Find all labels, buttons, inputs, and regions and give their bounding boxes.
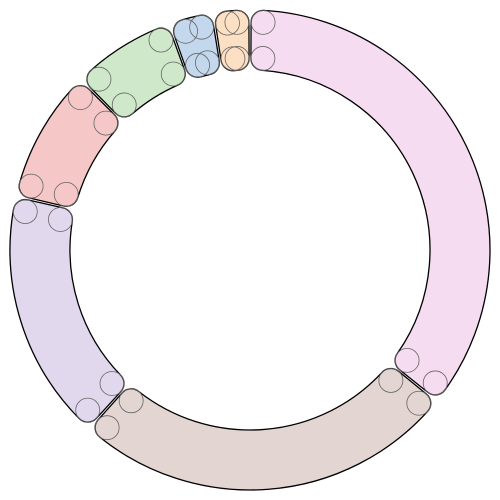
corner-circle-5-1 [86,66,112,92]
corner-circle-4-4 [93,110,119,136]
corner-circle-2-1 [406,390,432,416]
corner-circle-5-3 [111,92,137,118]
corner-circle-3-4 [48,207,73,232]
corner-circle-6-4 [195,50,220,76]
donut-slice-1 [250,9,491,396]
corner-circle-2-3 [378,368,404,393]
corner-circle-1-1 [250,9,276,35]
corner-circle-2-4 [118,388,144,414]
corner-circle-7-2 [224,9,250,35]
corner-circle-7-4 [224,46,250,71]
corner-circle-2-2 [94,415,120,441]
corner-circle-1-4 [394,347,420,373]
corner-circle-3-1 [75,397,101,423]
donut-slice-3 [9,198,125,423]
corner-circle-6-3 [185,52,210,78]
corner-circle-5-2 [148,27,174,53]
corner-circle-6-2 [189,14,215,40]
corner-circle-6-1 [173,18,198,44]
donut-slice-4 [18,85,119,208]
corner-circle-7-1 [215,10,240,36]
corner-circle-4-2 [67,85,93,111]
corner-circle-4-3 [53,181,79,207]
corner-circle-5-4 [160,61,186,87]
corner-circle-1-3 [250,46,276,71]
corner-circle-3-2 [12,199,38,225]
corner-circle-3-3 [99,371,125,396]
construction-circles-layer [12,9,448,441]
corner-circle-1-2 [422,370,448,396]
corner-circle-4-1 [18,173,44,199]
slices-layer [9,9,491,491]
donut-slice-7 [214,9,250,72]
